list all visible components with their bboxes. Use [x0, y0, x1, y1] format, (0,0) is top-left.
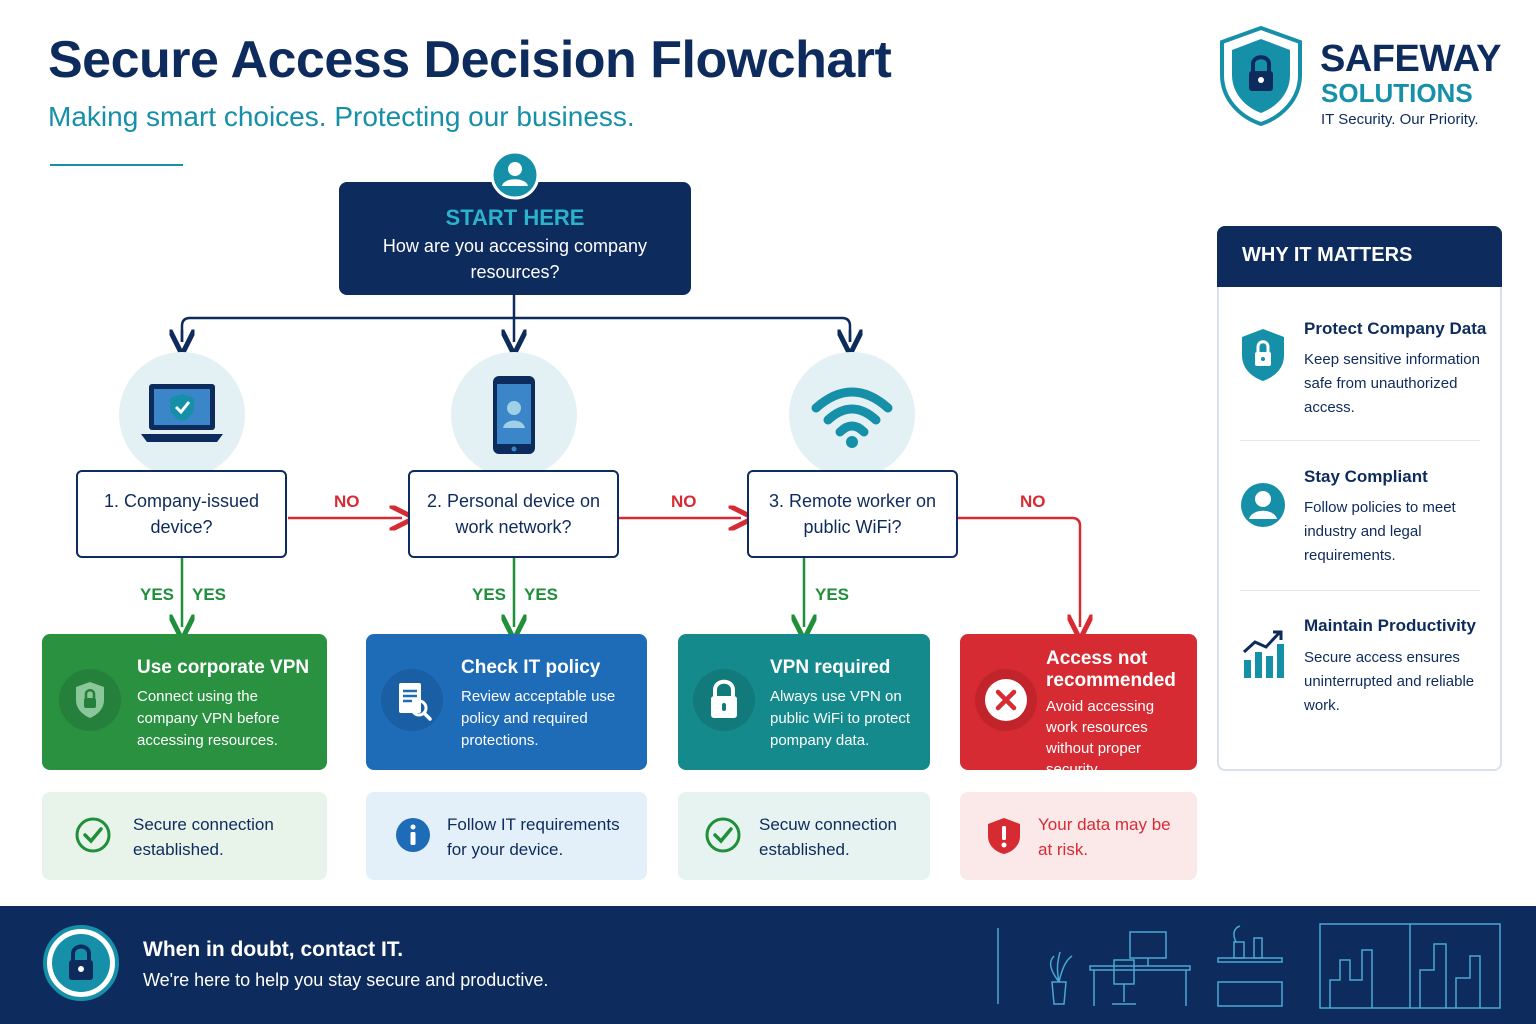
outcome-text: Always use VPN on public WiFi to protect…	[770, 688, 911, 749]
brand-name-secondary: SOLUTIONS	[1321, 78, 1473, 108]
outcome-text: Review acceptable use policy and require…	[461, 688, 616, 749]
check-circle-icon	[75, 817, 111, 853]
yes-label: YES	[524, 585, 559, 604]
title-divider	[50, 164, 183, 166]
page-subtitle: Making smart choices. Protecting our bus…	[48, 101, 635, 132]
outcome-card-policy: Check IT policy Review acceptable use po…	[366, 634, 647, 770]
office-illustration	[997, 923, 1501, 1009]
info-icon	[396, 818, 430, 852]
question-company-device: 1. Company-issued device?	[76, 470, 287, 558]
brand-tagline: IT Security. Our Priority.	[1321, 111, 1479, 128]
why-item-text: Keep sensitive information safe from una…	[1304, 351, 1480, 416]
outcome-text: Avoid accessing work resources without p…	[1046, 698, 1155, 778]
outcome-title: Access not recommended	[1046, 648, 1176, 691]
why-item-text: Follow policies to meet industry and leg…	[1304, 499, 1456, 564]
wifi-icon-circle	[789, 352, 915, 478]
note-secure-connection: Secure connection established.	[42, 792, 327, 880]
note-follow-requirements: Follow IT requirements for your device.	[366, 792, 647, 880]
smartphone-icon	[493, 376, 535, 454]
laptop-icon-circle	[119, 352, 245, 478]
footer-text: We're here to help you stay secure and p…	[143, 970, 549, 990]
alert-shield-icon	[988, 818, 1020, 854]
shield-lock-icon	[1242, 329, 1284, 381]
why-item-title: Stay Compliant	[1304, 467, 1428, 486]
note-text: Follow IT requirements for your device.	[447, 815, 620, 859]
outcome-card-not-recommended: Access not recommended Avoid accessing w…	[960, 634, 1197, 778]
why-item-title: Maintain Productivity	[1304, 616, 1476, 635]
yes-label: YES	[140, 585, 175, 604]
note-text: Secuw connection established.	[759, 815, 897, 859]
outcome-text: Connect using the company VPN before acc…	[137, 688, 280, 749]
question-public-wifi: 3. Remote worker on public WiFi?	[747, 470, 958, 558]
note-data-risk: Your data may be at risk.	[960, 792, 1197, 880]
footer-title: When in doubt, contact IT.	[143, 938, 404, 961]
wifi-icon	[811, 387, 893, 448]
start-question: How are you accessing company resources?	[382, 236, 648, 282]
note-text: Your data may be at risk.	[1038, 815, 1171, 859]
note-secure-connection-2: Secuw connection established.	[678, 792, 930, 880]
no-label-2: NO	[671, 492, 697, 511]
why-panel-title: WHY IT MATTERS	[1242, 244, 1413, 266]
shield-lock-icon	[59, 669, 121, 731]
outcome-title: VPN required	[770, 657, 891, 678]
yes-label: YES	[815, 585, 850, 604]
page-title: Secure Access Decision Flowchart	[48, 31, 892, 89]
why-item-title: Protect Company Data	[1304, 319, 1487, 338]
padlock-icon	[43, 925, 119, 1001]
padlock-icon	[693, 669, 755, 731]
footer-bar	[0, 906, 1536, 1024]
user-icon	[1241, 483, 1285, 527]
outcome-card-vpn: Use corporate VPN Connect using the comp…	[42, 634, 327, 770]
question-personal-device: 2. Personal device on work network?	[408, 470, 619, 558]
note-text: Secure connection established.	[133, 815, 274, 859]
outcome-card-vpn-required: VPN required Always use VPN on public Wi…	[678, 634, 930, 770]
growth-chart-icon	[1242, 630, 1284, 678]
why-divider	[1240, 590, 1480, 591]
yes-label: YES	[472, 585, 507, 604]
laptop-shield-icon	[141, 384, 223, 442]
no-label-1: NO	[334, 492, 360, 511]
outcome-title: Use corporate VPN	[137, 657, 310, 678]
brand-shield-icon	[1220, 25, 1302, 127]
outcome-title: Check IT policy	[461, 657, 601, 678]
phone-icon-circle	[451, 352, 577, 478]
no-label-3: NO	[1020, 492, 1046, 511]
start-label: START HERE	[445, 205, 585, 230]
x-circle-icon	[975, 669, 1037, 731]
document-search-icon	[381, 669, 443, 731]
brand-name: SAFEWAY	[1320, 38, 1501, 80]
start-node: START HERE How are you accessing company…	[339, 182, 691, 295]
why-divider	[1240, 440, 1480, 441]
check-circle-icon	[705, 817, 741, 853]
user-icon	[490, 150, 540, 200]
yes-label: YES	[192, 585, 227, 604]
why-panel-header	[1217, 226, 1502, 287]
why-item-text: Secure access ensures uninterrupted and …	[1304, 649, 1475, 714]
